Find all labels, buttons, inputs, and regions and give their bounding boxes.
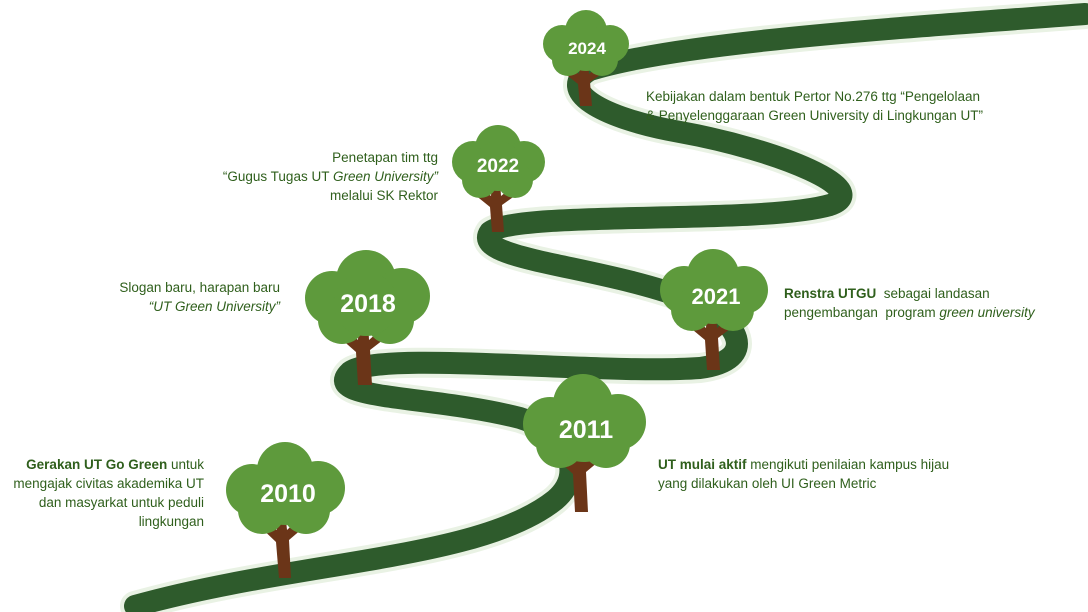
tree-2018: 2018: [305, 250, 430, 385]
desc-2024-line1: Kebijakan dalam bentuk Pertor No.276 ttg…: [646, 89, 980, 104]
desc-2011-text: mengikuti penilaian kampus hijau yang di…: [658, 457, 950, 491]
desc-2010-bold: Gerakan UT Go Green: [26, 457, 168, 472]
milestone-desc-2024: Kebijakan dalam bentuk Pertor No.276 ttg…: [646, 87, 1066, 125]
tree-2011: 2011: [523, 374, 646, 512]
desc-2024-line2: & Penyelenggaraan Green University di Li…: [646, 108, 983, 123]
year-label-2022: 2022: [477, 156, 519, 177]
desc-2022-line3: melalui SK Rektor: [329, 188, 438, 203]
tree-foliage: [543, 10, 629, 76]
year-label-2018: 2018: [340, 290, 396, 318]
milestone-desc-2022: Penetapan tim ttg “Gugus Tugas UT Green …: [188, 148, 438, 205]
desc-2022-italic: Green University”: [332, 169, 438, 184]
desc-2018-line2: “UT Green University”: [148, 299, 280, 314]
tree-2021: 2021: [660, 249, 768, 370]
year-label-2024: 2024: [568, 39, 606, 58]
desc-2010-text: untuk mengajak civitas akademika UT dan …: [13, 457, 204, 529]
desc-2021-bold: Renstra UTGU: [784, 286, 877, 301]
year-label-2011: 2011: [559, 416, 613, 444]
milestone-desc-2018: Slogan baru, harapan baru “UT Green Univ…: [70, 278, 280, 316]
desc-2022-line1: Penetapan tim ttg: [332, 150, 438, 165]
desc-2021-text2: pengembangan program: [784, 305, 940, 320]
tree-2024: 2024: [543, 10, 629, 106]
tree-foliage: [523, 374, 646, 468]
desc-2021-text1: sebagai landasan: [876, 286, 990, 301]
tree-foliage: [305, 250, 430, 344]
tree-foliage: [452, 125, 545, 198]
tree-2022: 2022: [452, 125, 545, 232]
milestone-desc-2021: Renstra UTGU sebagai landasan pengembang…: [784, 284, 1084, 322]
year-label-2021: 2021: [692, 284, 741, 309]
desc-2022-line2: “Gugus Tugas UT: [222, 169, 333, 184]
tree-foliage: [660, 249, 768, 331]
milestone-desc-2011: UT mulai aktif mengikuti penilaian kampu…: [658, 455, 958, 493]
tree-foliage: [226, 442, 345, 534]
milestone-desc-2010: Gerakan UT Go Green untuk mengajak civit…: [8, 455, 204, 531]
tree-2010: 2010: [226, 442, 345, 578]
year-label-2010: 2010: [260, 480, 316, 508]
desc-2021-italic: green university: [939, 305, 1035, 320]
desc-2018-line1: Slogan baru, harapan baru: [119, 280, 280, 295]
desc-2011-bold: UT mulai aktif: [658, 457, 747, 472]
